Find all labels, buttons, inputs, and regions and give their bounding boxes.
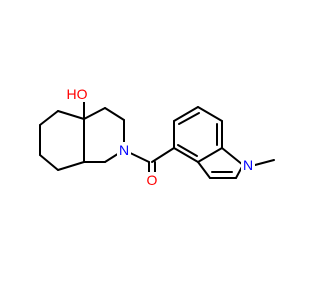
indole-pyrrole-ring [197, 147, 275, 179]
carbonyl-oxygen-text: O [147, 172, 158, 188]
cyclohexane-ring [39, 110, 85, 171]
indole-nitrogen-label: N [241, 157, 255, 173]
carbonyl-oxygen-label: O [145, 172, 159, 188]
hydroxyl-label: HO [64, 86, 90, 102]
indole-benzene-ring [173, 106, 223, 163]
ring-nitrogen-label: N [117, 142, 131, 158]
ring-nitrogen-text: N [119, 142, 129, 158]
indole-nitrogen-text: N [243, 157, 253, 173]
hydroxyl-text: HO [67, 86, 88, 102]
molecule-structure: HO N O N [39, 86, 275, 188]
